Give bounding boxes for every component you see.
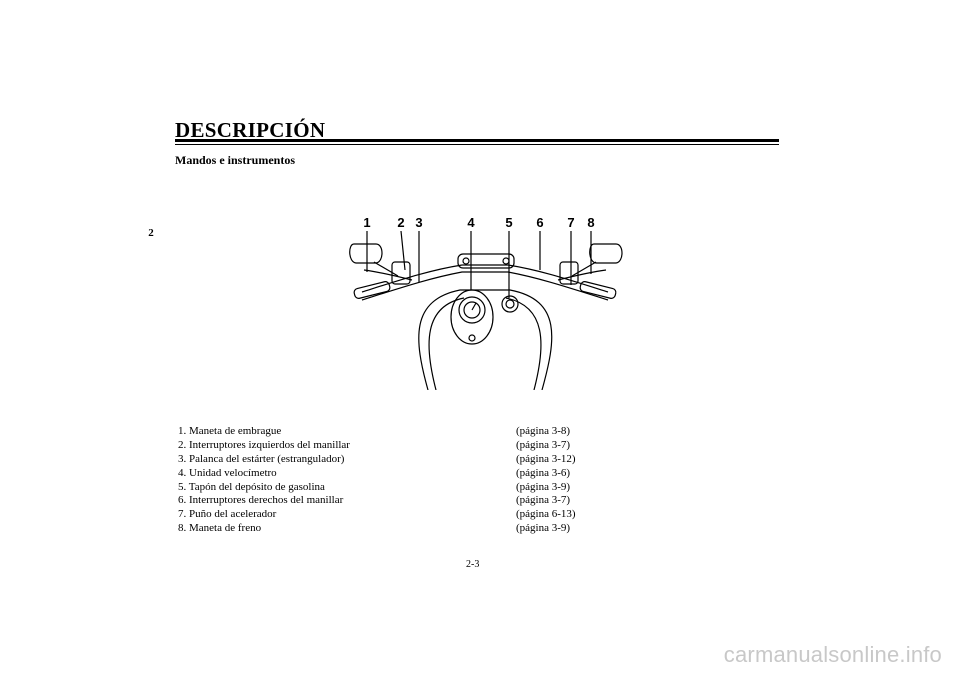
callout-5: 5: [505, 215, 512, 230]
parts-list: 1. Maneta de embrague (página 3-8) 2. Int…: [178, 425, 598, 536]
list-item: 3. Palanca del estárter (estrangulador) (…: [178, 453, 598, 467]
part-label: 6. Interruptores derechos del manillar: [178, 494, 344, 507]
part-label: 4. Unidad velocímetro: [178, 466, 277, 479]
part-label: 1. Maneta de embrague: [178, 425, 282, 437]
title-rule-thick: [175, 139, 779, 142]
callout-6: 6: [536, 215, 543, 230]
page-number: 2-3: [466, 559, 480, 570]
list-item: 7. Puño del acelerador (página 6-13): [178, 508, 598, 522]
page-reference: (página 3-8): [516, 425, 571, 437]
list-item: 6. Interruptores derechos del manillar (p…: [178, 494, 598, 508]
part-label: 2. Interruptores izquierdos del manillar: [178, 438, 350, 451]
handlebar-illustration: 1 2 3 4 5 6 7 8: [349, 215, 623, 390]
part-label: 5. Tapón del depósito de gasolina: [178, 480, 325, 493]
page-reference: (página 3-12): [516, 452, 576, 465]
page-reference: (página 3-7): [516, 438, 571, 451]
list-item: 4. Unidad velocímetro (página 3-6): [178, 467, 598, 481]
callout-2: 2: [397, 215, 404, 230]
callout-3: 3: [415, 215, 422, 230]
callout-4: 4: [467, 215, 475, 230]
part-label: 7. Puño del acelerador: [178, 508, 277, 521]
title-rule-thin: [175, 144, 779, 145]
section-subtitle: Mandos e instrumentos: [175, 153, 296, 167]
list-item: 5. Tapón del depósito de gasolina (página…: [178, 481, 598, 495]
part-label: 8. Maneta de freno: [178, 522, 262, 535]
callout-1: 1: [363, 215, 370, 230]
section-title: DESCRIPCIÓN: [175, 118, 326, 142]
page-reference: (página 3-9): [516, 522, 571, 535]
chapter-tab: 2: [139, 218, 163, 248]
watermark: carmanualsonline.info: [723, 642, 942, 667]
page-reference: (página 3-7): [516, 494, 571, 507]
page-reference: (página 6-13): [516, 508, 576, 521]
part-label: 3. Palanca del estárter (estrangulador): [178, 452, 345, 465]
callout-8: 8: [587, 215, 594, 230]
list-item: 1. Maneta de embrague (página 3-8): [178, 425, 598, 439]
list-item: 8. Maneta de freno (página 3-9): [178, 522, 598, 536]
list-item: 2. Interruptores izquierdos del manillar…: [178, 439, 598, 453]
page-reference: (página 3-6): [516, 466, 571, 479]
callout-7: 7: [567, 215, 574, 230]
page-reference: (página 3-9): [516, 480, 571, 493]
